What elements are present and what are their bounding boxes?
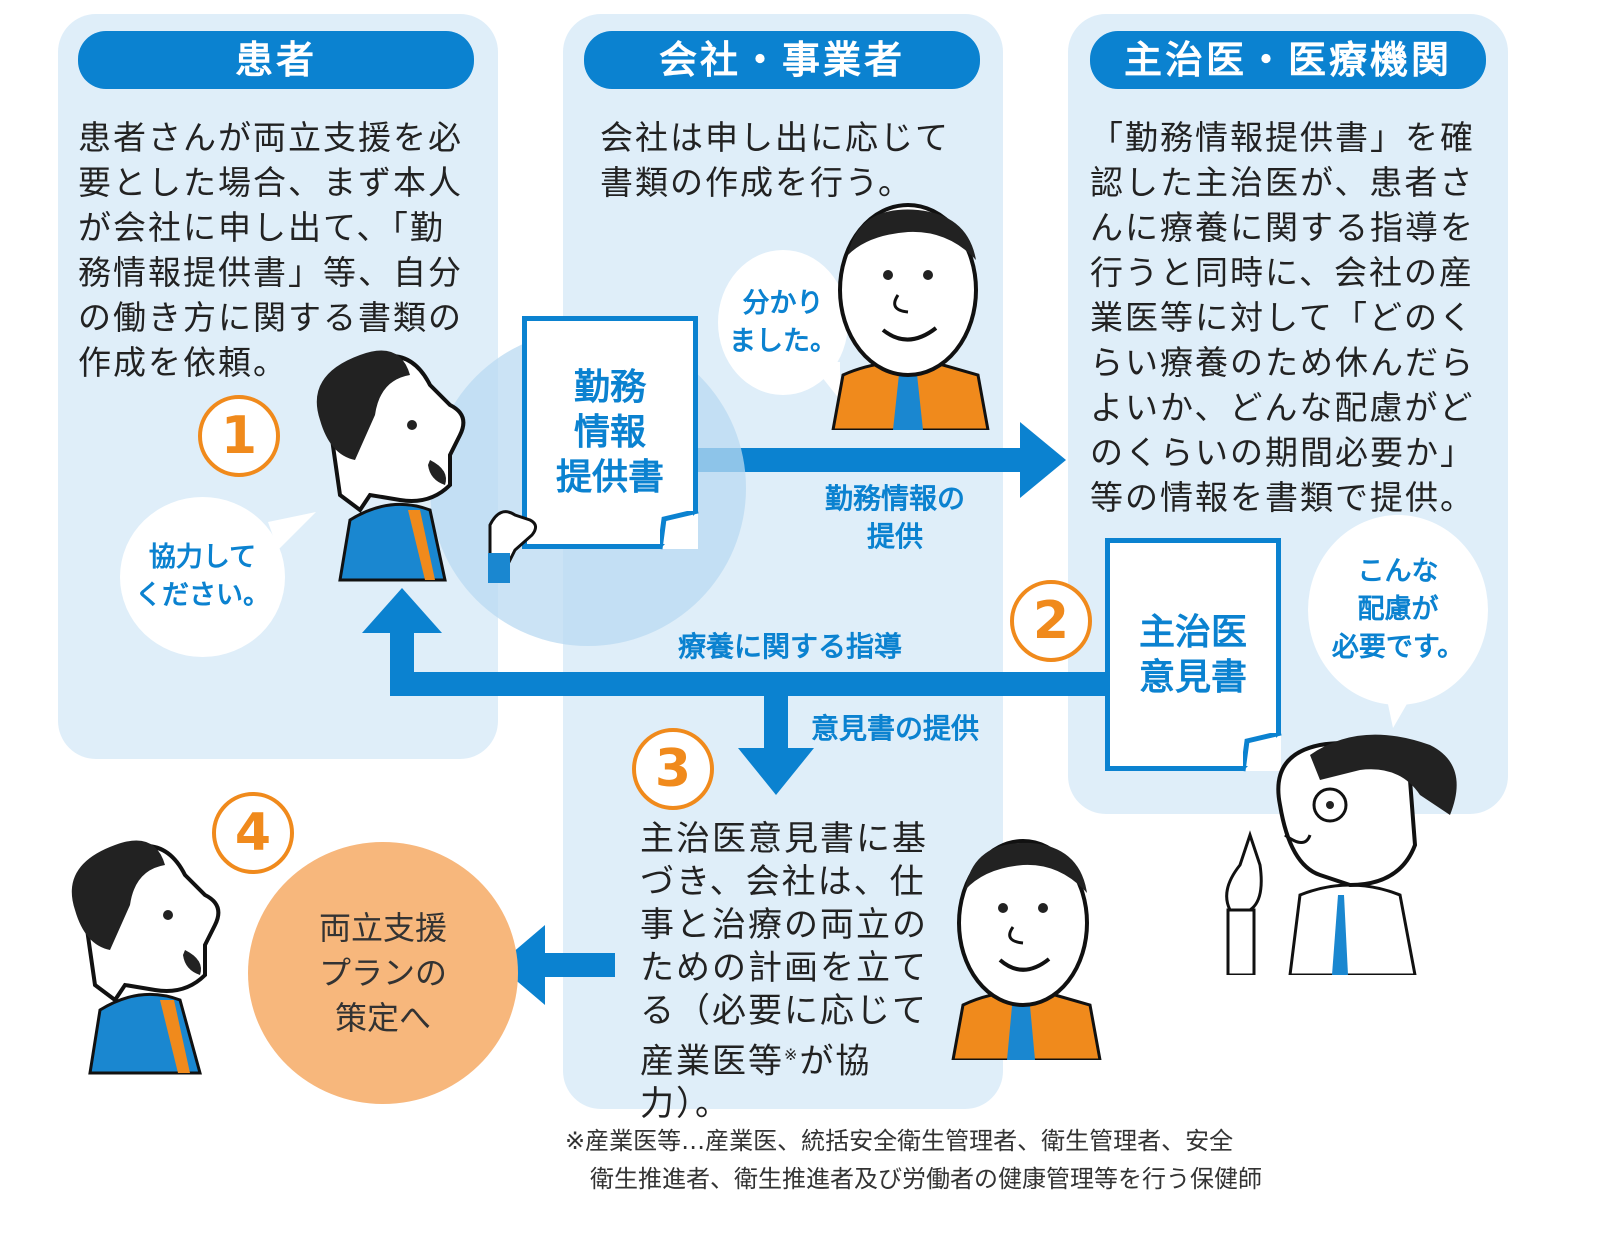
arrow-plan-head — [498, 925, 545, 1005]
arrow-work-info-head — [1020, 422, 1066, 498]
work-info-document-label: 勤務 情報 提供書 — [555, 367, 664, 498]
step-4-badge: 4 — [212, 792, 294, 874]
arrow-plan-shaft — [540, 953, 615, 977]
company-figure-top — [831, 203, 990, 430]
doctor-bubble-tail — [1385, 690, 1415, 728]
doctor-header: 主治医・医療機関 — [1090, 31, 1486, 89]
arrow-guidance-shaft — [390, 672, 1110, 696]
arrow-work-info-shaft — [695, 448, 1025, 472]
doctor-speech-text: こんな 配慮が 必要です。 — [1331, 556, 1465, 663]
step-2-badge: 2 — [1010, 580, 1092, 662]
arrow-guidance-head — [362, 588, 442, 633]
arrow-guidance-up — [390, 625, 414, 696]
label-provide-work-info: 勤務情報の 提供 — [824, 482, 965, 553]
step3-description-tail: が協力）。 — [640, 1041, 872, 1125]
step3-footnote-mark: ※ — [784, 1045, 800, 1064]
patient-speech-text: 協力して ください。 — [135, 542, 270, 611]
step-3-badge: 3 — [632, 728, 714, 810]
patient-speech-bubble: 協力して ください。 — [120, 497, 285, 657]
company-figure-bottom — [951, 839, 1102, 1060]
plan-circle: 両立支援 プランの 策定へ — [248, 842, 518, 1104]
patient-header: 患者 — [78, 31, 474, 89]
patient-figure-step4 — [71, 840, 221, 1075]
opinion-document-label: 主治医 意見書 — [1138, 611, 1247, 698]
patient-figure — [316, 350, 537, 583]
patient-bubble-tail — [268, 512, 316, 550]
label-provide-opinion: 意見書の提供 — [810, 712, 979, 745]
footnote-line-1: ※産業医等…産業医、統括安全衛生管理者、衛生管理者、安全 — [565, 1127, 1234, 1155]
plan-circle-text: 両立支援 プランの 策定へ — [318, 908, 447, 1037]
company-bubble-tail — [810, 362, 840, 400]
doctor-speech-bubble: こんな 配慮が 必要です。 — [1308, 515, 1488, 705]
company-speech-text: 分かり ました。 — [729, 287, 837, 357]
arrow-opinion-shaft — [764, 690, 788, 750]
work-info-document-fold — [660, 511, 699, 550]
step3-description: 主治医意見書に基づき、会社は、仕事と治療の両立のための計画を立てる（必要に応じて… — [640, 818, 935, 1126]
work-info-document: 勤務 情報 提供書 — [522, 316, 698, 549]
company-description: 会社は申し出に応じて書類の作成を行う。 — [600, 118, 950, 202]
opinion-document: 主治医 意見書 — [1105, 538, 1281, 771]
opinion-document-fold — [1243, 733, 1282, 772]
step-1-badge: 1 — [198, 395, 280, 477]
patient-description: 患者さんが両立支援を必要とした場合、まず本人が会社に申し出て、「勤務情報提供書」… — [78, 118, 463, 382]
arrow-opinion-head — [738, 748, 814, 795]
doctor-description: 「勤務情報提供書」を確認した主治医が、患者さんに療養に関する指導を行うと同時に、… — [1090, 118, 1475, 517]
doctor-figure — [1225, 734, 1457, 975]
step3-description-main: 主治医意見書に基づき、会社は、仕事と治療の両立のための計画を立てる（必要に応じて… — [640, 819, 928, 1082]
label-guidance: 療養に関する指導 — [677, 630, 902, 663]
company-header: 会社・事業者 — [584, 31, 980, 89]
footnote-line-2: 衛生推進者、衛生推進者及び労働者の健康管理等を行う保健師 — [590, 1165, 1262, 1193]
